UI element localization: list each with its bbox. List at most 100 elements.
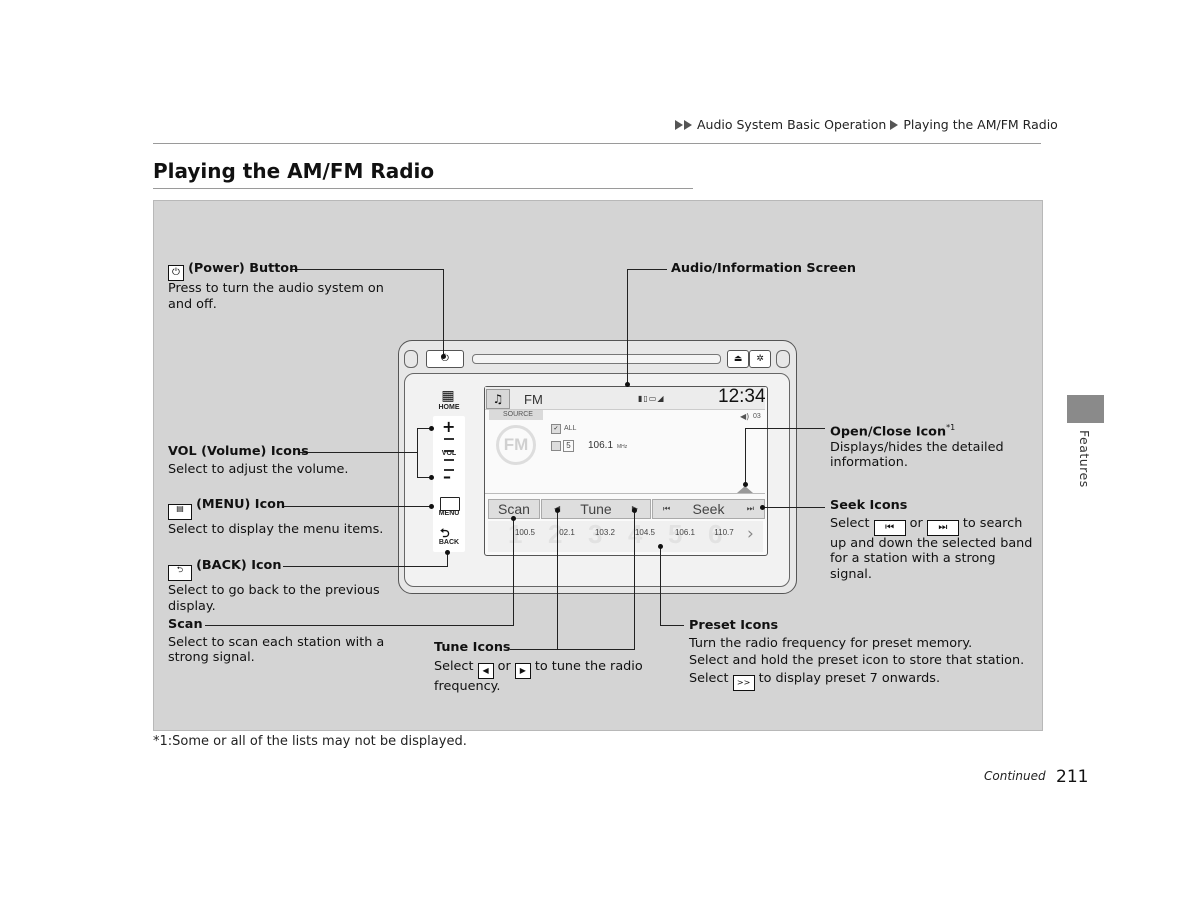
status-icons: ▮▯▭◢: [638, 394, 665, 403]
breadcrumb-arrow-icon: [675, 120, 683, 130]
power-button[interactable]: ⏻: [426, 350, 464, 368]
callout-desc: Turn the radio frequency for preset memo…: [689, 635, 973, 651]
seek-label: Seek: [692, 501, 725, 517]
preset-button[interactable]: 103.2: [594, 528, 616, 537]
callout-menu: ▤ (MENU) Icon Select to display the menu…: [168, 497, 384, 537]
leader-line: [447, 552, 448, 567]
callout-title: (MENU) Icon: [196, 497, 286, 512]
leader-dot: [429, 475, 434, 480]
callout-title: (BACK) Icon: [196, 558, 282, 573]
volume-level: 03: [753, 413, 761, 420]
back-icon[interactable]: ⮌: [440, 526, 450, 540]
seek-button[interactable]: ⏮ Seek ⏭: [652, 499, 765, 519]
callout-tune: Tune Icons Select ◀ or ▶ to tune the rad…: [434, 640, 643, 694]
preset-ghost-number: 3: [588, 519, 603, 549]
preset-button[interactable]: 104.5: [634, 528, 656, 537]
callout-desc: to search: [962, 515, 1023, 531]
menu-icon: ▤: [168, 504, 192, 520]
preset-number: 5: [563, 440, 574, 452]
volume-up-icon[interactable]: +: [442, 417, 456, 436]
callout-desc: to tune the radio: [534, 658, 643, 674]
eject-button[interactable]: ⏏: [727, 350, 749, 368]
callout-title: Audio/Information Screen: [671, 261, 856, 276]
seek-down-icon[interactable]: ⏮: [663, 504, 671, 513]
callout-desc: Select to display the menu items.: [168, 522, 384, 537]
fm-logo: FM: [496, 425, 536, 465]
screen-divider: [485, 493, 765, 494]
callout-desc: and off.: [168, 296, 217, 312]
leader-line: [205, 625, 514, 626]
preset-ghost-number: 2: [548, 519, 563, 549]
footnote: *1:Some or all of the lists may not be d…: [153, 734, 467, 749]
page-number: 211: [1056, 767, 1089, 787]
brightness-button[interactable]: ✲: [749, 350, 771, 368]
leader-line: [417, 477, 431, 478]
home-icon[interactable]: ▦: [441, 388, 455, 404]
callout-seek: Seek Icons Select ⏮ or ⏭ to search up an…: [830, 498, 1032, 582]
callout-openclose: Open/Close Icon*1 Displays/hides the det…: [830, 420, 1004, 471]
callout-title: Preset Icons: [689, 618, 779, 633]
screen-status-bar: [485, 387, 765, 410]
tune-label: Tune: [580, 501, 612, 517]
callout-scan: Scan Select to scan each station with a …: [168, 617, 385, 665]
leader-line: [745, 428, 825, 429]
leader-dot: [555, 508, 560, 513]
callout-title: VOL (Volume) Icons: [168, 444, 309, 459]
preset-button[interactable]: 110.7: [714, 528, 734, 537]
tune-right-icon: ▶: [514, 662, 531, 679]
knob-left: [404, 350, 418, 368]
menu-icon[interactable]: [440, 497, 460, 511]
seek-up-icon[interactable]: ⏭: [746, 504, 754, 513]
callout-or: or: [909, 515, 923, 531]
disc-slot: [472, 354, 721, 364]
leader-line: [513, 518, 514, 626]
callout-power: ⏻ (Power) Button Press to turn the audio…: [168, 261, 384, 312]
leader-dot: [429, 504, 434, 509]
eject-icon: ⏏: [733, 354, 743, 364]
callout-desc: Select to scan each station with a: [168, 634, 385, 650]
preset-ghost-number: 4: [628, 519, 643, 549]
callout-desc: frequency.: [434, 678, 501, 694]
leader-line: [745, 428, 746, 484]
preset-button[interactable]: 100.5: [514, 528, 536, 537]
preset-bar: [488, 521, 763, 552]
breadcrumb-item[interactable]: Audio System Basic Operation: [696, 117, 887, 132]
leader-line: [298, 452, 418, 453]
open-close-icon[interactable]: [737, 486, 753, 493]
menu-label: MENU: [438, 510, 460, 517]
volume-bars-icon: [444, 459, 454, 471]
tune-left-icon: ◀: [477, 662, 494, 679]
callout-desc: Press to turn the audio system on: [168, 281, 384, 296]
preset-button[interactable]: 02.1: [559, 528, 575, 537]
preset-more-icon: >>: [732, 674, 755, 691]
section-tab-marker: [1067, 395, 1104, 423]
callout-title: Seek Icons: [830, 498, 908, 513]
leader-line: [634, 510, 635, 650]
callout-select: Select: [830, 515, 870, 531]
breadcrumb-item[interactable]: Playing the AM/FM Radio: [903, 117, 1058, 132]
speaker-icon: ◀): [740, 412, 750, 421]
leader-line: [283, 506, 431, 507]
leader-line: [417, 428, 431, 429]
breadcrumb: Audio System Basic Operation Playing the…: [675, 117, 1058, 132]
callout-desc: Select to adjust the volume.: [168, 461, 349, 477]
callout-desc: information.: [830, 455, 908, 471]
frequency: 106.1: [588, 440, 614, 451]
preset-more-icon[interactable]: ›: [747, 524, 754, 544]
seek-back-icon: ⏮: [873, 519, 906, 536]
music-note-icon[interactable]: ♫: [486, 389, 510, 409]
title-rule: [153, 188, 693, 189]
breadcrumb-arrow-icon: [684, 120, 692, 130]
brightness-icon: ✲: [756, 354, 764, 364]
tune-button[interactable]: ◀ Tune ▶: [541, 499, 651, 519]
volume-down-icon[interactable]: –: [443, 467, 451, 486]
preset-button[interactable]: 106.1: [674, 528, 696, 537]
back-icon: ⮌: [168, 565, 192, 581]
station-icon: [551, 441, 561, 451]
leader-dot: [445, 550, 450, 555]
callout-volume: VOL (Volume) Icons Select to adjust the …: [168, 444, 349, 477]
breadcrumb-arrow-icon: [890, 120, 899, 130]
callout-back: ⮌ (BACK) Icon Select to go back to the p…: [168, 558, 380, 614]
leader-line: [283, 566, 448, 567]
source-tab[interactable]: SOURCE: [489, 410, 543, 420]
